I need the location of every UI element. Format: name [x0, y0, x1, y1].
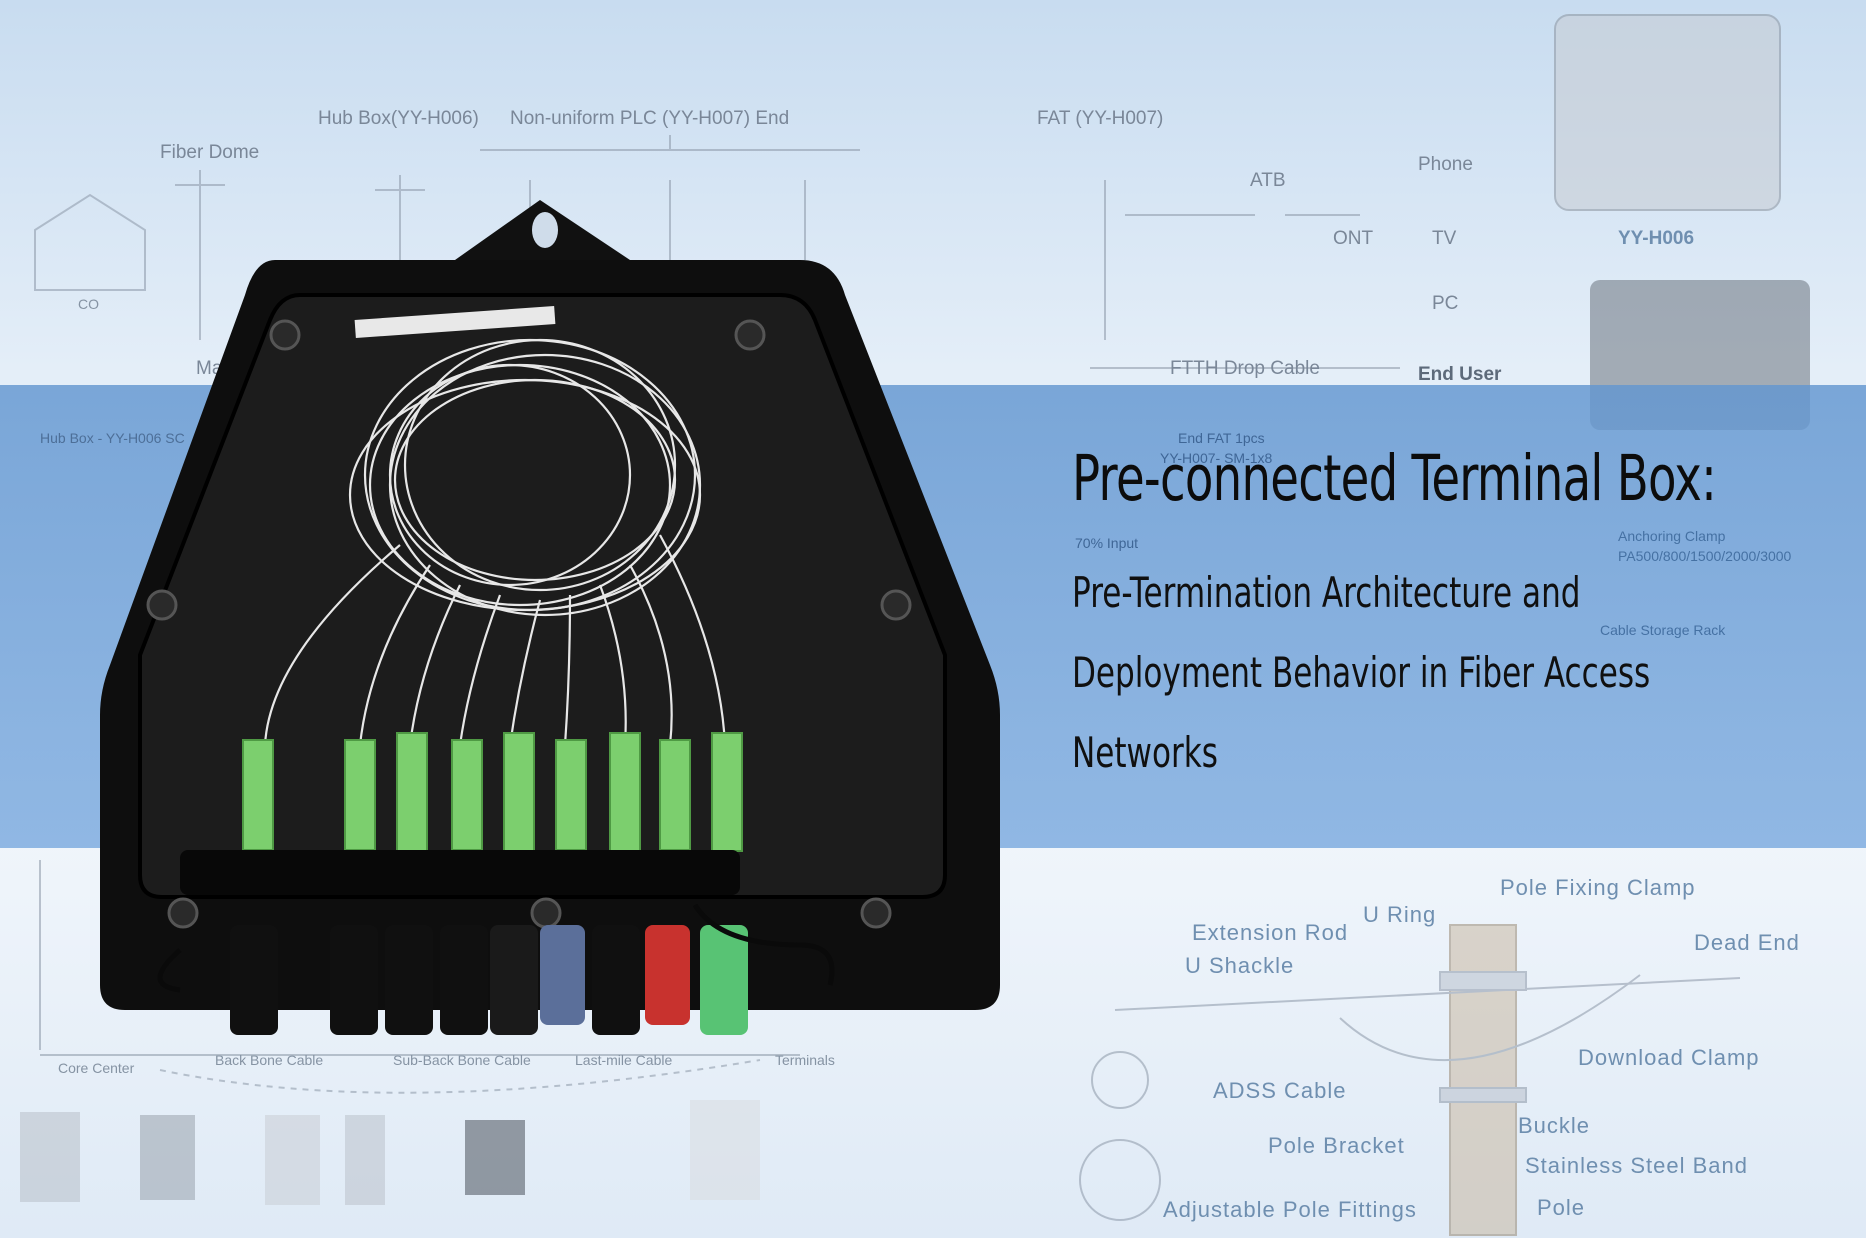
- label-pole-fixing-clamp: Pole Fixing Clamp: [1500, 875, 1696, 900]
- label-pole: Pole: [1537, 1195, 1586, 1220]
- label-yy-h006: YY-H006: [1618, 228, 1695, 249]
- label-anchoring: Anchoring Clamp: [1618, 528, 1726, 544]
- label-adss-cable: ADSS Cable: [1213, 1078, 1347, 1103]
- label-stainless-steel-band: Stainless Steel Band: [1525, 1153, 1749, 1178]
- label-core-center: Core Center: [58, 1060, 135, 1076]
- label-extension-rod: Extension Rod: [1192, 920, 1349, 945]
- label-hub-box: Hub Box(YY-H006): [318, 108, 479, 129]
- label-back-bone: Back Bone Cable: [215, 1052, 324, 1068]
- label-end-fat-model: YY-H007- SM-1x8: [1160, 450, 1273, 466]
- label-fiber-dome: Fiber Dome: [160, 142, 260, 163]
- subtitle-line-2: Deployment Behavior in Fiber Access: [1072, 648, 1651, 697]
- label-ont: ONT: [1333, 228, 1374, 249]
- label-end-user: End User: [1418, 364, 1502, 385]
- subtitle-line-3: Networks: [1072, 728, 1218, 777]
- terminal-box-image: [100, 200, 1000, 1035]
- label-co: CO: [78, 296, 99, 312]
- label-tv: TV: [1432, 228, 1457, 249]
- label-ftth-drop: FTTH Drop Cable: [1170, 358, 1320, 379]
- label-storage: Cable Storage Rack: [1600, 622, 1726, 638]
- page-title: Pre-connected Terminal Box:: [1072, 442, 1717, 515]
- label-end-fat: End FAT 1pcs: [1178, 430, 1265, 446]
- label-u-shackle: U Shackle: [1185, 953, 1295, 978]
- label-u-ring: U Ring: [1363, 902, 1437, 927]
- label-download-clamp: Download Clamp: [1578, 1045, 1760, 1070]
- label-dead-end: Dead End: [1694, 930, 1800, 955]
- label-sub-back-bone: Sub-Back Bone Cable: [393, 1052, 531, 1068]
- subtitle-line-1: Pre-Termination Architecture and: [1072, 568, 1581, 617]
- label-pole-bracket: Pole Bracket: [1268, 1133, 1405, 1158]
- label-hub-box-left: Hub Box - YY-H006 SC: [40, 430, 185, 446]
- label-adjustable-pole-fittings: Adjustable Pole Fittings: [1163, 1197, 1417, 1222]
- label-phone: Phone: [1418, 154, 1473, 175]
- label-input: 70% Input: [1075, 535, 1139, 551]
- label-last-mile: Last-mile Cable: [575, 1052, 673, 1068]
- label-buckle: Buckle: [1518, 1113, 1591, 1138]
- label-fat: FAT (YY-H007): [1037, 108, 1164, 129]
- label-plc-end: Non-uniform PLC (YY-H007) End: [510, 108, 790, 129]
- label-anchoring-models: PA500/800/1500/2000/3000: [1618, 548, 1792, 564]
- label-pc: PC: [1432, 293, 1459, 314]
- label-atb: ATB: [1250, 170, 1286, 191]
- label-terminals: Terminals: [775, 1052, 835, 1068]
